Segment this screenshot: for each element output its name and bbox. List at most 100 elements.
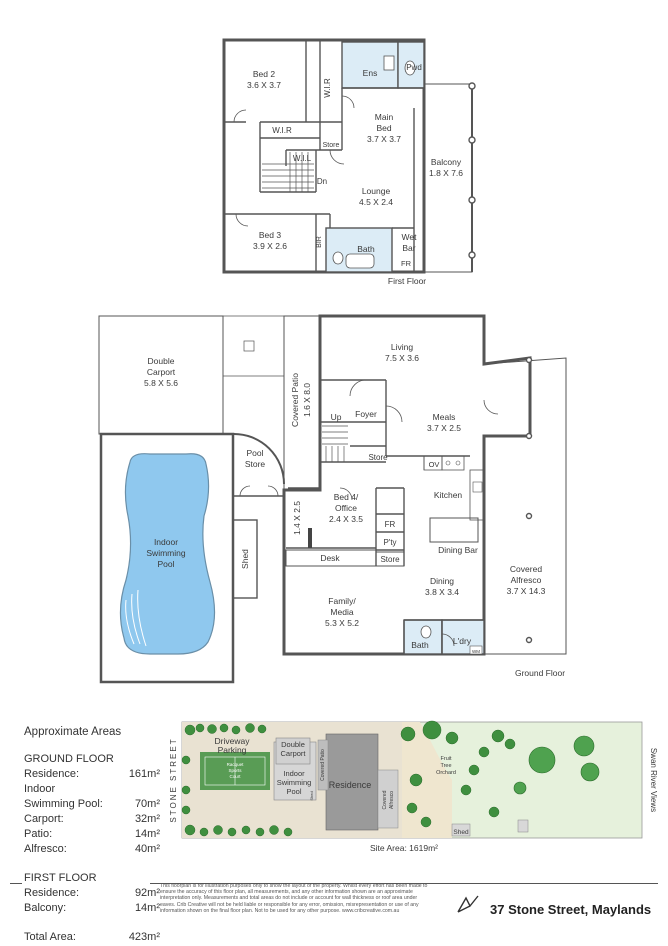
carport-dim: 5.8 X 5.6 (144, 378, 178, 388)
toilet-icon (404, 60, 416, 76)
bed2-name: Bed 2 (253, 69, 275, 79)
dining-dim: 3.8 X 3.4 (425, 587, 459, 597)
pantry-label: P'ty (383, 538, 396, 547)
fridge-label: FR (385, 520, 396, 529)
family-dim: 5.3 X 5.2 (325, 618, 359, 628)
balcony-outline (423, 83, 473, 273)
pool-store-name-2: Store (245, 459, 266, 469)
first-floor-title: First Floor (388, 276, 426, 286)
alfresco-name-2: Alfresco (511, 575, 542, 585)
door-swing-icon (239, 485, 251, 497)
oven-label: OV (429, 460, 440, 469)
street-label: STONE STREET (169, 737, 178, 822)
door-swing-icon (441, 633, 455, 647)
kitchen-island (429, 517, 479, 543)
site-pool-label-1: Indoor (283, 769, 305, 778)
balcony-name: Balcony (431, 157, 462, 167)
family-name-1: Family/ (328, 596, 356, 606)
lounge-name: Lounge (362, 186, 391, 196)
site-plan-labels: STONE STREET Driveway Parking Double Car… (169, 736, 658, 853)
site-residence-roof (325, 733, 379, 831)
balcony-dim: 1.8 X 7.6 (429, 168, 463, 178)
toilet-icon (332, 251, 344, 265)
living-dim: 7.5 X 3.6 (385, 353, 419, 363)
washing-machine-label: WM (472, 649, 480, 654)
pool-name-2: Swimming (146, 548, 185, 558)
bir-label: BIR (316, 236, 323, 248)
dining-name: Dining (430, 576, 454, 586)
first-floor-heading: FIRST FLOOR (24, 872, 97, 884)
area-row: Indoor (24, 783, 56, 795)
compass-icon (457, 895, 479, 913)
first-floor-plan (222, 38, 476, 274)
disclaimer-text: This floorplan is for illustration purpo… (160, 883, 428, 914)
alfresco-dim: 3.7 X 14.3 (507, 586, 546, 596)
total-area-row: Total Area:423m² (24, 931, 160, 943)
ground-floor-heading: GROUND FLOOR (24, 753, 114, 765)
desk-label: Desk (320, 553, 340, 563)
bed3-name: Bed 3 (259, 230, 281, 240)
ground-bath-label: Bath (411, 640, 429, 650)
living-name: Living (391, 342, 413, 352)
bathtub-icon (345, 253, 375, 269)
tree-icon (181, 720, 516, 837)
bath-label: Bath (357, 244, 375, 254)
lounge-dim: 4.5 X 2.4 (359, 197, 393, 207)
meals-name: Meals (433, 412, 456, 422)
ground-floor-labels: Double Carport 5.8 X 5.6 Covered Patio 1… (144, 342, 565, 678)
bed4-name-2: Office (335, 503, 357, 513)
site-pool-label-3: Pool (286, 787, 301, 796)
store2-label: Store (380, 555, 400, 564)
door-swing-icon (233, 109, 247, 123)
area-row: Residence:161m² (24, 768, 160, 780)
dn-label: Dn (317, 177, 327, 186)
stairs-ground-floor (322, 425, 348, 462)
area-row: Alfresco:40m² (24, 843, 160, 855)
ground-floor-plan (98, 314, 567, 684)
divider-left (10, 883, 22, 884)
door-swing-icon (483, 399, 499, 415)
divider-footer (150, 883, 658, 884)
pwd-label: Pwd (406, 63, 422, 72)
site-pool-label-2: Swimming (277, 778, 312, 787)
stairs-first-floor (262, 152, 314, 192)
wir-vertical-label: W.I.R (323, 78, 332, 98)
site-shed-label: Shed (453, 829, 469, 836)
alfresco-outline (483, 357, 567, 655)
orchard-label-1: Fruit (441, 756, 452, 762)
door-swing-icon (267, 485, 279, 497)
family-name-2: Media (330, 607, 353, 617)
river-views-label: Swan River Views (649, 748, 658, 812)
door-swing-icon (341, 95, 355, 109)
site-covered-patio-label: Covered Patio (320, 749, 326, 781)
first-floor-labels: Bed 2 3.6 X 3.7 W.I.R W.I.R W.I.L Ens Pw… (247, 63, 463, 286)
site-alfresco-label-1: Covered (382, 790, 388, 809)
main-bed-name2: Bed (376, 123, 391, 133)
shed-outline (232, 519, 258, 599)
door-swing-icon (235, 213, 249, 227)
site-carport (275, 737, 311, 765)
court-label-1: Racquet (227, 762, 245, 767)
site-carport-label-2: Carport (280, 749, 306, 758)
court-label-3: Court (229, 774, 241, 779)
orchard-label-2: Tree (440, 763, 451, 769)
orchard-label-3: Orchard (436, 770, 456, 776)
laundry-label: L'dry (453, 636, 472, 646)
bed4-dim: 2.4 X 3.5 (329, 514, 363, 524)
door-swing-icon (349, 379, 367, 397)
site-plan (181, 720, 643, 839)
area-row: Balcony:14m² (24, 902, 160, 914)
bed3-dim: 3.9 X 2.6 (253, 241, 287, 251)
site-area-label: Site Area: 1619m² (370, 843, 438, 853)
kitchen-label: Kitchen (434, 490, 463, 500)
wir-label: W.I.R (272, 126, 292, 135)
driveway-label-1: Driveway (215, 736, 251, 746)
pool-name-3: Pool (157, 559, 174, 569)
approximate-areas-panel: Approximate Areas GROUND FLOOR Residence… (24, 726, 160, 945)
pool-store-name-1: Pool (246, 448, 263, 458)
alfresco-name-1: Covered (510, 564, 542, 574)
door-swing-icon (329, 149, 345, 165)
swimming-pool (119, 453, 216, 655)
site-residence-label: Residence (329, 780, 372, 790)
